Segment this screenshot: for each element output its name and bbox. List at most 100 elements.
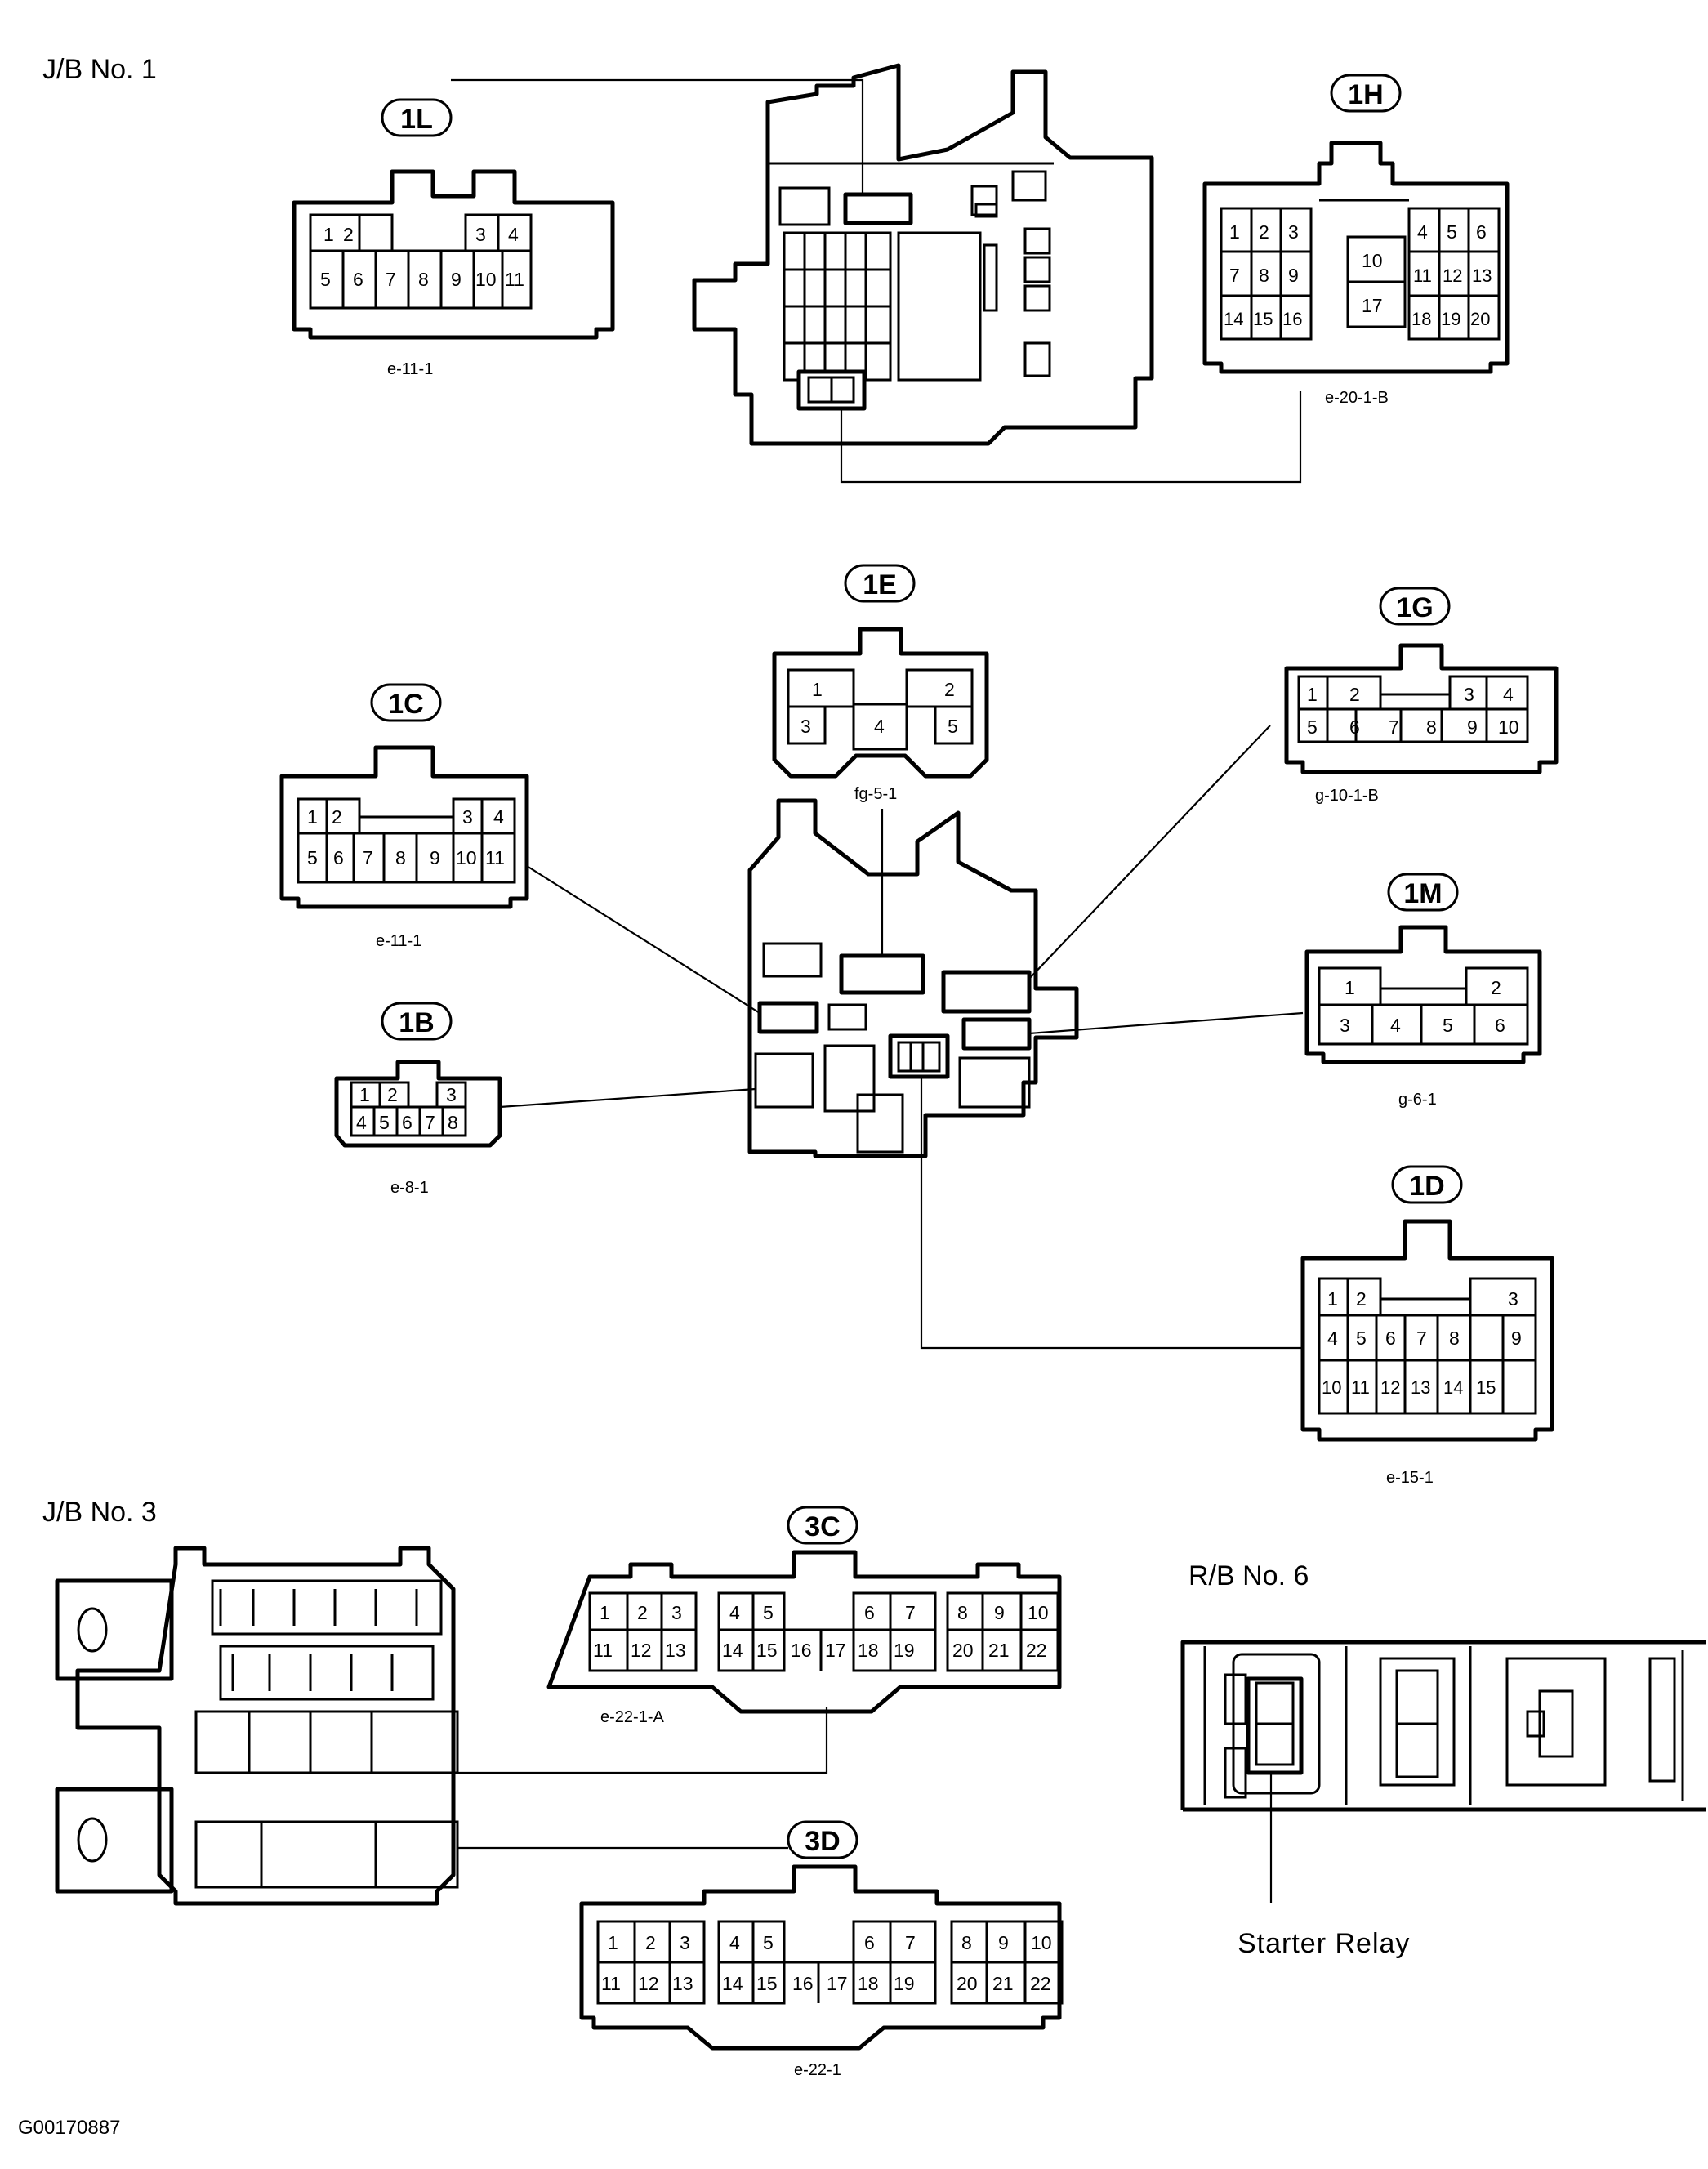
pin-1M-1: 1 [1345,977,1355,998]
pin-3C-13: 13 [665,1640,686,1661]
pin-1C-5: 5 [307,847,318,868]
connector-1D: 1D 1 2 3 4 5 6 7 8 9 10 11 12 13 14 15 e… [1300,1165,1554,1487]
figure-id: G00170887 [18,2117,120,2139]
pin-1E-2: 2 [944,679,955,700]
socket-slot [1011,170,1047,202]
pin-1H-12: 12 [1443,266,1462,286]
badge-3C [787,1506,858,1545]
pin-1H-4: 4 [1417,221,1428,243]
leader-1H [840,391,1302,484]
pin-1G-10: 10 [1498,716,1519,738]
pin-1M-4: 4 [1390,1015,1401,1036]
pin-1D-11: 11 [1351,1377,1370,1398]
badge-label-1C: 1C [388,689,423,720]
code-3C: e-22-1-A [600,1708,664,1726]
pin-1H-3: 3 [1288,221,1299,243]
pin-1H-6: 6 [1476,221,1487,243]
socket-slot [958,1056,1031,1109]
pin-1G-7: 7 [1389,716,1399,738]
pin-3C-15: 15 [756,1640,778,1661]
junction-block-3-outline [75,1546,456,1906]
connector-1M: 1M 1 2 3 4 5 6 g-6-1 [1304,873,1542,1109]
pin-1H-10: 10 [1362,250,1383,271]
pin-1B-2: 2 [387,1084,398,1105]
socket-slot [856,1093,904,1154]
pin-3D-19: 19 [894,1973,915,1994]
connector-1L-grid [309,249,533,310]
pin-1H-5: 5 [1447,221,1457,243]
pin-1H-11: 11 [1413,266,1432,286]
pin-1L-4: 4 [508,224,519,245]
pin-1B-4: 4 [356,1112,367,1133]
socket-slot [827,1003,867,1031]
pin-3C-22: 22 [1026,1640,1047,1661]
pin-3C-16: 16 [791,1640,812,1661]
code-1H: e-20-1-B [1325,389,1389,407]
leader-1L [451,78,864,194]
leader-1M [1028,1011,1304,1035]
pin-1M-5: 5 [1443,1015,1453,1036]
pin-1H-13: 13 [1472,266,1492,286]
junction-block-1-upper [692,63,1154,446]
pin-1H-8: 8 [1259,265,1269,286]
badge-1H [1330,74,1402,113]
pin-1G-5: 5 [1307,716,1318,738]
badge-1E [844,564,916,603]
code-1G: g-10-1-B [1315,787,1379,805]
code-1C: e-11-1 [376,932,421,950]
pin-3C-12: 12 [631,1640,652,1661]
section-title-rb-no6: R/B No. 6 [1188,1560,1309,1591]
connector-1C: 1C 1 2 3 4 5 6 7 8 9 10 11 e-11-1 [279,683,529,950]
pin-3D-5: 5 [763,1932,774,1953]
pin-1C-6: 6 [333,847,344,868]
socket-rows [194,1579,459,1889]
pin-1H-18: 18 [1411,309,1431,329]
pin-1C-11: 11 [485,847,505,868]
connector-1E-housing [772,627,989,779]
badge-1G [1379,587,1451,626]
pin-3D-12: 12 [638,1973,659,1994]
pin-3D-9: 9 [998,1932,1009,1953]
pin-1D-6: 6 [1385,1328,1396,1349]
pin-3C-1: 1 [600,1602,610,1623]
pin-cell [358,213,394,252]
fuse-slot [970,185,998,216]
pin-1C-2: 2 [332,806,342,828]
badge-1D [1391,1165,1463,1204]
pin-1E-1: 1 [812,679,823,700]
pin-1C-9: 9 [430,847,440,868]
pin-1H-19: 19 [1441,309,1460,329]
pin-3C-2: 2 [637,1602,648,1623]
pin-1D-5: 5 [1356,1328,1367,1349]
connector-1L: 1L 1 2 3 4 5 6 7 8 9 10 11 e-11-1 [292,98,615,378]
pin-3D-22: 22 [1030,1973,1051,1994]
pin-1C-1: 1 [307,806,318,828]
pin-1D-10: 10 [1322,1377,1341,1398]
junction-block-1-middle [747,798,1079,1158]
connector-3C: 3C 1 2 3 4 5 6 7 8 9 10 11 12 13 14 15 1… [546,1506,1062,1726]
pin-1C-7: 7 [363,847,373,868]
pin-3C-3: 3 [671,1602,682,1623]
badge-label-1B: 1B [399,1007,434,1038]
pin-3C-6: 6 [864,1602,875,1623]
socket-slot [823,1044,876,1113]
connector-1B-housing [334,1060,502,1148]
code-1E: fg-5-1 [854,785,897,803]
pin-1B-5: 5 [379,1112,390,1133]
pin-1C-8: 8 [395,847,406,868]
pin-1C-4: 4 [493,806,504,828]
socket-1M [961,1017,1032,1051]
socket-1B [754,1052,814,1109]
code-1D: e-15-1 [1386,1469,1434,1487]
connector-1M-housing [1304,925,1542,1064]
pin-3D-10: 10 [1031,1932,1052,1953]
pin-3D-18: 18 [858,1973,879,1994]
badge-label-1D: 1D [1409,1171,1444,1202]
connector-1H-housing [1202,141,1510,374]
connector-1L-housing [292,169,615,340]
pin-1L-10: 10 [475,269,497,290]
pin-3D-6: 6 [864,1932,875,1953]
pin-3D-4: 4 [729,1932,740,1953]
pin-1M-2: 2 [1491,977,1501,998]
pin-1L-8: 8 [418,269,429,290]
